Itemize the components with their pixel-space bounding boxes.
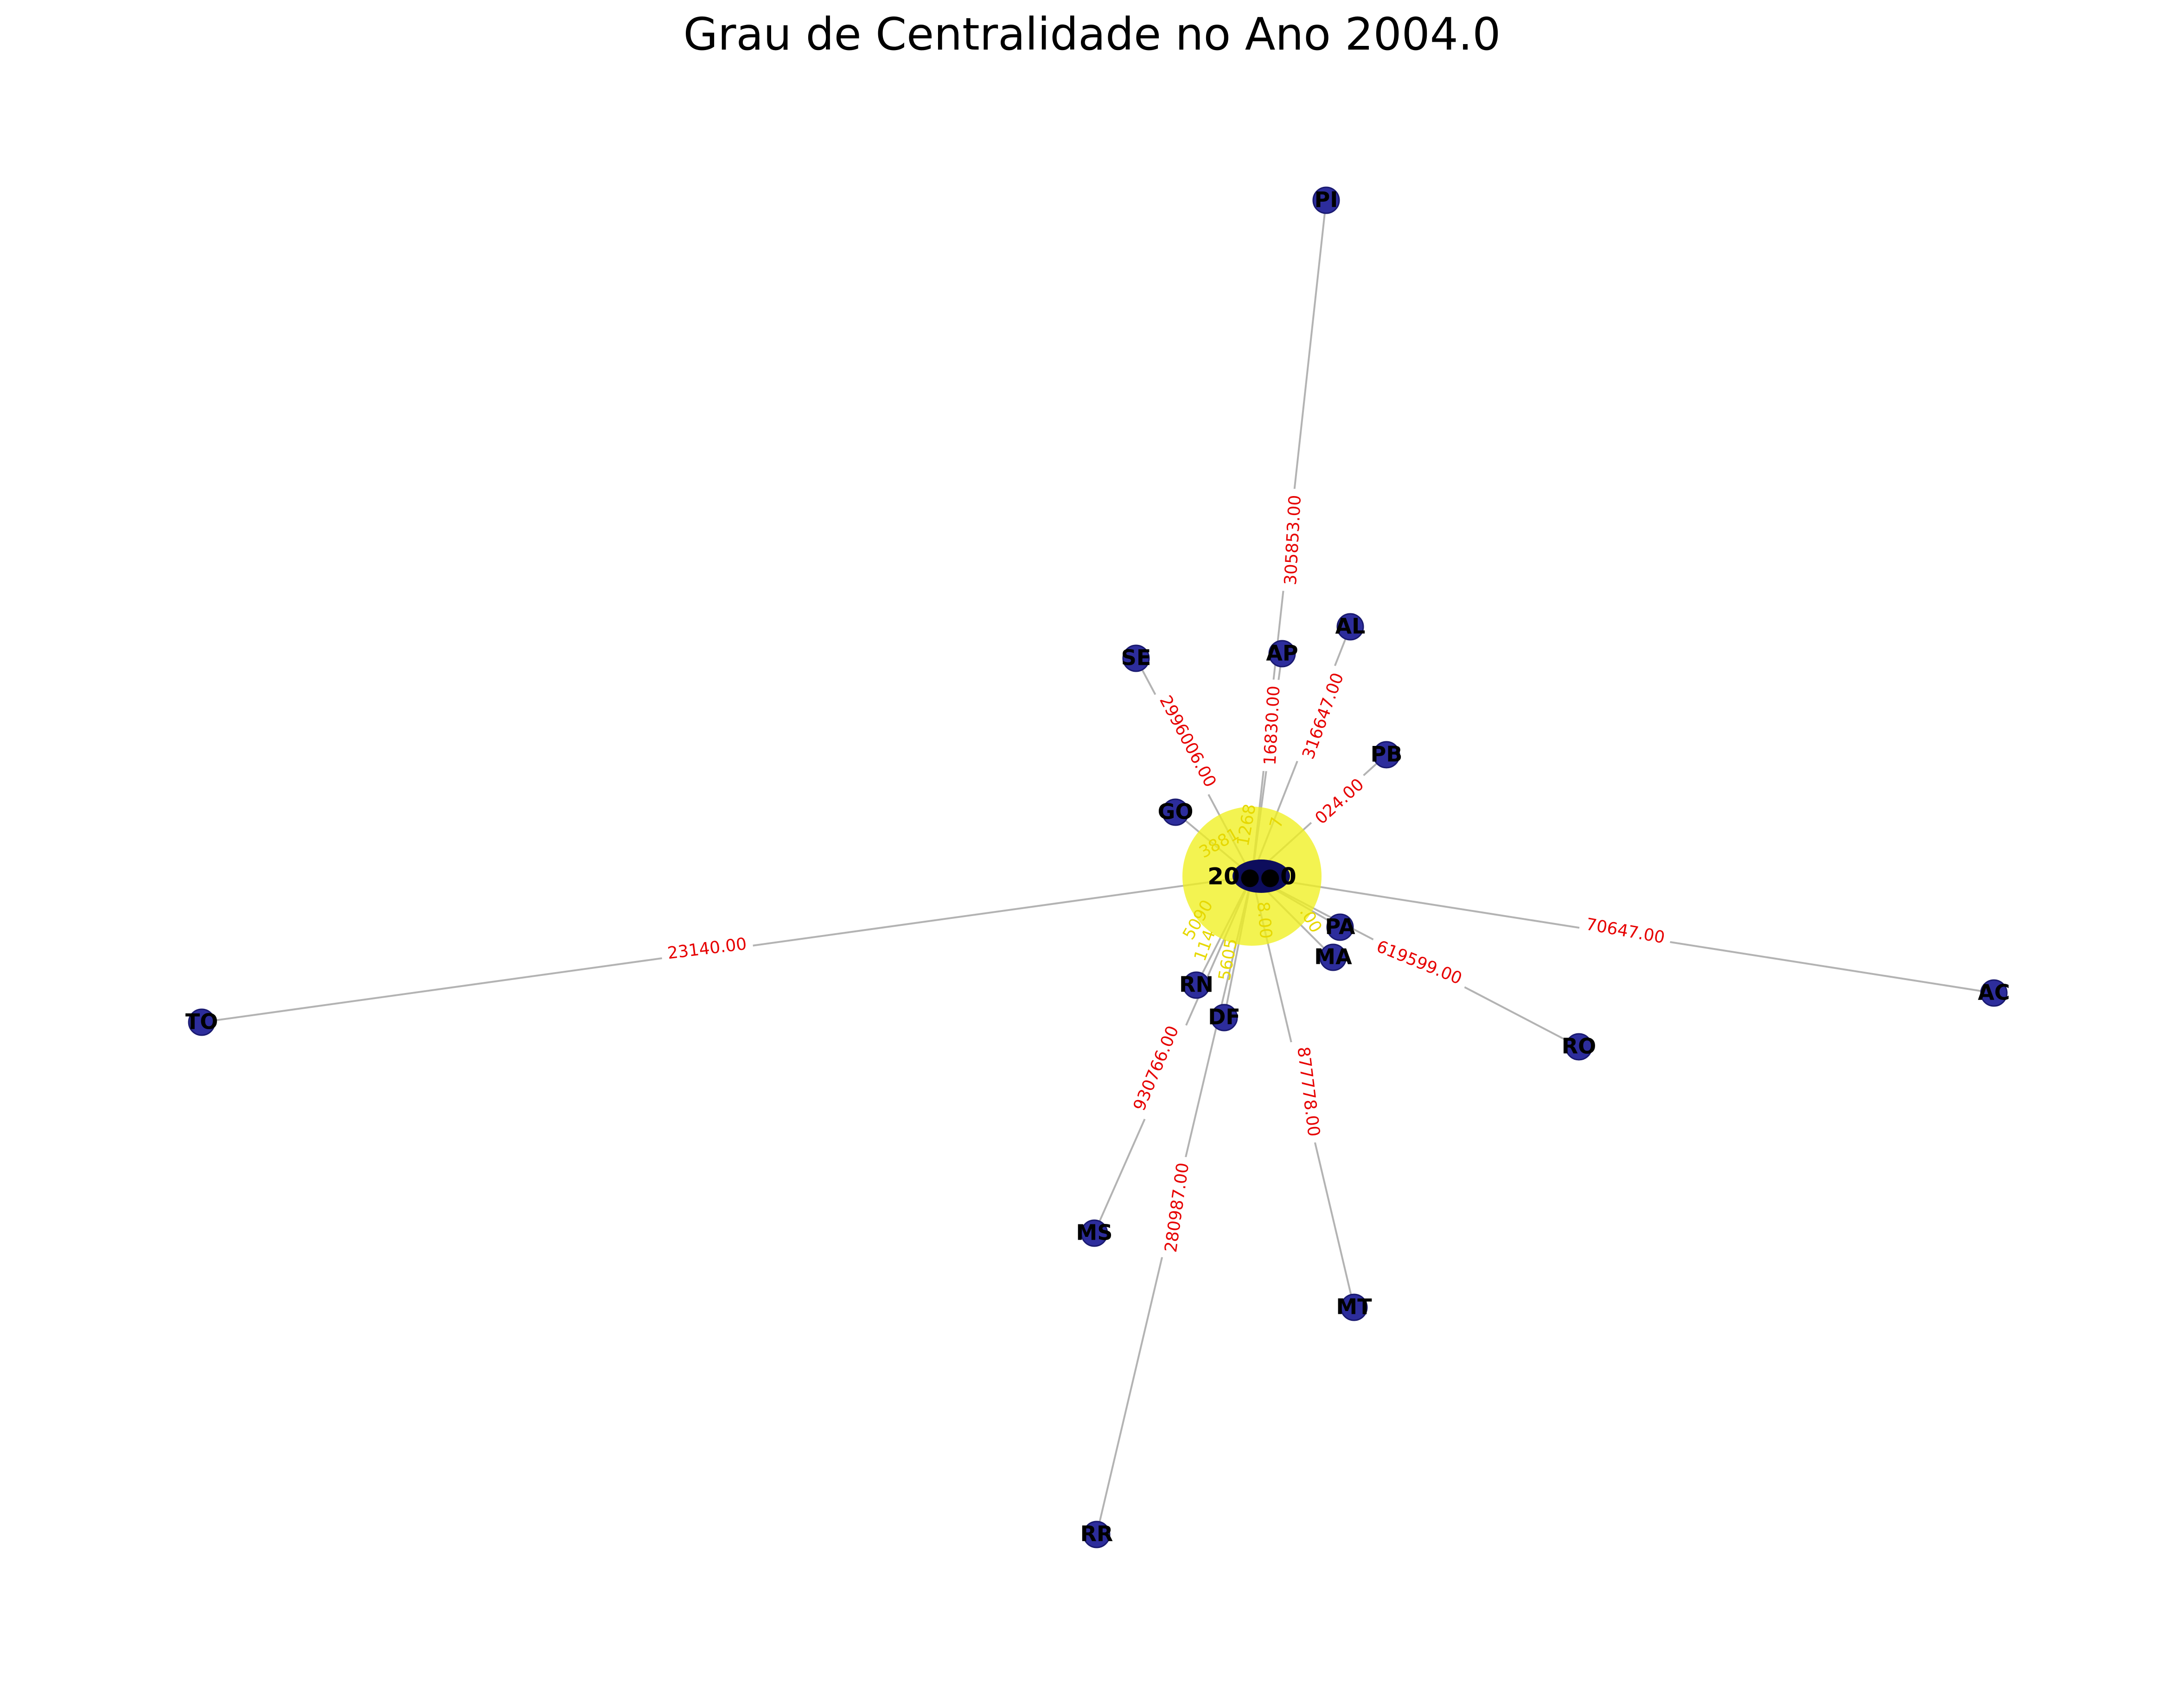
node-circle xyxy=(1210,1004,1238,1032)
node-pi: PI xyxy=(1312,186,1340,214)
node-label: RR xyxy=(1080,1522,1113,1547)
node-label: MS xyxy=(1076,1220,1113,1245)
graph-title: Grau de Centralidade no Ano 2004.0 xyxy=(683,8,1501,60)
node-circle xyxy=(188,1008,216,1036)
node-label: PA xyxy=(1325,914,1355,939)
node-circle xyxy=(1162,798,1189,826)
node-label: PI xyxy=(1315,187,1338,212)
node-pa: PA xyxy=(1325,913,1355,941)
node-ro: RO xyxy=(1562,1033,1596,1061)
node-circle xyxy=(1373,741,1400,769)
node-label: MT xyxy=(1336,1294,1372,1319)
inner-edge-label: 8.00 xyxy=(1253,901,1276,939)
node-label: AP xyxy=(1266,641,1298,666)
edge-label-pb: 024.00 xyxy=(1306,770,1374,834)
node-circle xyxy=(1319,943,1347,971)
edge-label-to: 23140.00 xyxy=(660,933,754,966)
node-circle xyxy=(1182,971,1210,999)
node-al: AL xyxy=(1335,613,1366,641)
node-label: GO xyxy=(1158,799,1194,824)
node-circle xyxy=(1340,1293,1368,1321)
node-df: DF xyxy=(1208,1004,1240,1032)
node-rn: RN xyxy=(1179,971,1213,999)
edge-label-bg xyxy=(660,933,754,966)
edge-label-al: 316647.00 xyxy=(1296,664,1352,769)
node-label: MA xyxy=(1314,944,1352,969)
node-se: SE xyxy=(1121,644,1151,672)
node-ms: MS xyxy=(1076,1219,1113,1247)
edge-label-mt: 877778.00 xyxy=(1290,1039,1325,1144)
edge-label-bg xyxy=(1296,664,1352,769)
center-node-label: 20●●0 xyxy=(1207,863,1296,890)
node-label: RN xyxy=(1179,972,1213,997)
edge-label-text: 619599.00 xyxy=(1374,937,1465,988)
edge-label-ac: 70647.00 xyxy=(1578,913,1673,951)
edge-label-bg xyxy=(1290,1039,1325,1144)
edge-label-ro: 619599.00 xyxy=(1367,934,1471,993)
edge-labels-layer: 5090388112688.0056051147.00305853.001683… xyxy=(660,488,1673,1260)
node-pb: PB xyxy=(1371,741,1403,769)
edge-label-bg xyxy=(1280,488,1308,592)
edge-label-bg xyxy=(1159,1155,1196,1260)
node-to: TO xyxy=(185,1008,218,1036)
node-mt: MT xyxy=(1336,1293,1372,1321)
edge-label-text: 930766.00 xyxy=(1130,1023,1183,1114)
edge-label-bg xyxy=(1150,687,1224,797)
edge-label-text: 16830.00 xyxy=(1261,685,1284,766)
node-circle xyxy=(1980,979,2008,1007)
node-rr: RR xyxy=(1080,1521,1113,1548)
edge-label-bg xyxy=(1259,679,1287,772)
node-circle xyxy=(1565,1033,1593,1061)
edges-layer xyxy=(201,200,1994,1535)
node-circle xyxy=(1083,1521,1111,1548)
edge-label-bg xyxy=(1367,934,1471,993)
node-label: RO xyxy=(1562,1034,1596,1059)
nodes-layer: 20●●0 PI AP AL SE PB GO TO AC PA MA RO RN DF MS RR MT xyxy=(185,186,2010,1548)
edge-label-bg xyxy=(1126,1017,1188,1121)
edge-label-bg xyxy=(1578,913,1673,951)
node-ac: AC xyxy=(1978,979,2010,1007)
node-label: AC xyxy=(1978,980,2010,1005)
edge-label-rr: 280987.00 xyxy=(1159,1155,1196,1260)
node-circle xyxy=(1336,613,1364,641)
edge-label-ms: 930766.00 xyxy=(1126,1017,1188,1121)
edge-label-text: 2996006.00 xyxy=(1156,693,1220,790)
center-node-core xyxy=(1232,860,1290,893)
node-circle xyxy=(1268,640,1296,668)
node-label: TO xyxy=(185,1009,218,1034)
node-label: SE xyxy=(1121,645,1151,670)
edge-label-pi: 305853.00 xyxy=(1280,488,1308,592)
edge-label-text: 305853.00 xyxy=(1281,495,1305,586)
inner-edge-label: 5605 xyxy=(1215,937,1241,982)
node-label: AL xyxy=(1335,614,1366,639)
node-circle xyxy=(1080,1219,1108,1247)
edge-label-bg xyxy=(1306,770,1374,834)
node-go: GO xyxy=(1158,798,1194,826)
node-label: DF xyxy=(1208,1005,1240,1030)
node-circle xyxy=(1312,186,1340,214)
edge-label-ap: 16830.00 xyxy=(1259,679,1287,772)
edge-label-text: 024.00 xyxy=(1311,775,1367,828)
node-circle xyxy=(1122,644,1150,672)
edge-label-se: 2996006.00 xyxy=(1150,687,1224,797)
node-ap: AP xyxy=(1266,640,1298,668)
node-label: PB xyxy=(1371,742,1403,767)
node-ma: MA xyxy=(1314,943,1352,971)
node-circle xyxy=(1326,913,1354,941)
